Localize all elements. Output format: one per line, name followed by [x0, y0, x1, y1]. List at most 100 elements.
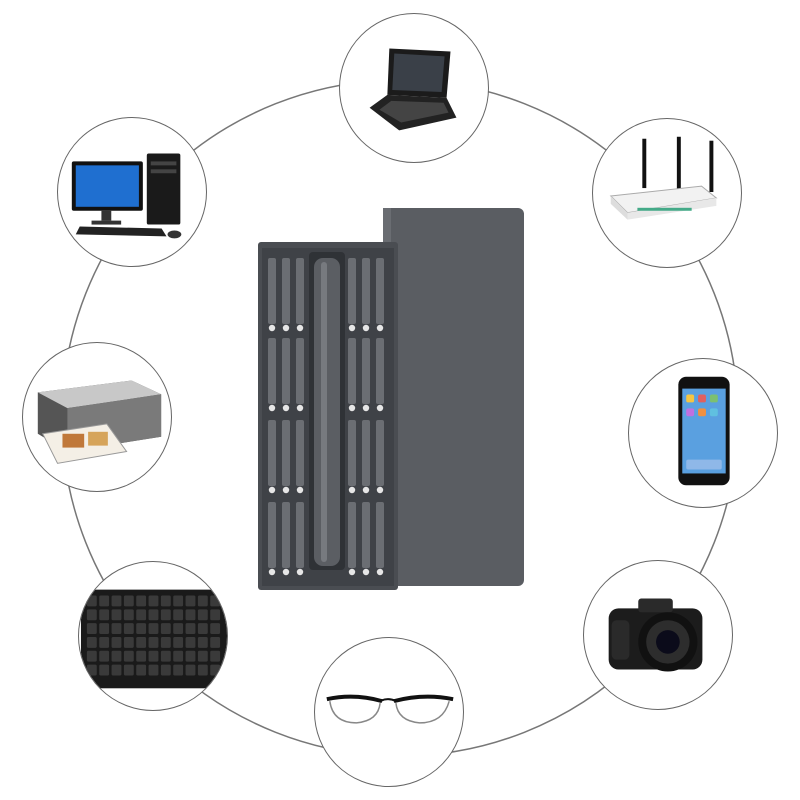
- screwdriver-bit: [282, 420, 290, 486]
- bit-slot-dot: [296, 486, 304, 494]
- screwdriver-bit: [362, 420, 370, 486]
- bit-slot-dot: [362, 404, 370, 412]
- printer-icon: [37, 380, 162, 464]
- printer-device: [22, 342, 172, 492]
- keyboard-key: [185, 623, 196, 635]
- bit-slot-dot: [348, 568, 356, 576]
- screwdriver-bit: [362, 502, 370, 568]
- keyboard-key: [111, 623, 122, 635]
- bit-slot-dot: [296, 404, 304, 412]
- keyboard-key: [99, 595, 110, 607]
- smartphone-icon: [678, 376, 730, 486]
- bit-slot-dot: [362, 324, 370, 332]
- keyboard-icon: [80, 589, 227, 689]
- eyeglasses-icon: [326, 694, 454, 724]
- bit-slot-dot: [296, 568, 304, 576]
- bit-slot-dot: [362, 486, 370, 494]
- keyboard-key: [173, 623, 184, 635]
- laptop-device: [339, 13, 489, 163]
- screwdriver-bit: [376, 338, 384, 404]
- bit-slot-dot: [282, 324, 290, 332]
- bit-slot-dot: [348, 404, 356, 412]
- keyboard-key: [160, 595, 171, 607]
- keyboard-key: [197, 650, 208, 662]
- camera-icon: [608, 598, 703, 672]
- keyboard-key: [185, 595, 196, 607]
- keyboard-key: [99, 609, 110, 621]
- bit-slot-dot: [376, 324, 384, 332]
- keyboard-key: [136, 664, 147, 676]
- screwdriver-bit: [296, 502, 304, 568]
- keyboard-key: [99, 623, 110, 635]
- screwdriver-bit: [296, 420, 304, 486]
- keyboard-key: [185, 664, 196, 676]
- keyboard-key: [99, 636, 110, 648]
- keyboard-key: [160, 636, 171, 648]
- keyboard-key: [160, 623, 171, 635]
- keyboard-key: [197, 623, 208, 635]
- screwdriver-bit: [268, 258, 276, 324]
- desktop-computer-device: [57, 117, 207, 267]
- screwdriver-bit: [268, 502, 276, 568]
- keyboard-key: [136, 609, 147, 621]
- bit-slot-dot: [282, 568, 290, 576]
- keyboard-key: [210, 650, 221, 662]
- keyboard-key: [123, 636, 134, 648]
- bit-slot-dot: [376, 486, 384, 494]
- screwdriver-bit: [376, 420, 384, 486]
- keyboard-key: [86, 650, 97, 662]
- keyboard-key: [197, 595, 208, 607]
- screwdriver-bit: [282, 258, 290, 324]
- keyboard-device: [78, 561, 228, 711]
- screwdriver-bit: [296, 338, 304, 404]
- bit-slot-dot: [282, 404, 290, 412]
- keyboard-key: [173, 595, 184, 607]
- laptop-icon: [369, 48, 457, 131]
- keyboard-key: [136, 595, 147, 607]
- keyboard-key: [86, 623, 97, 635]
- keyboard-key: [136, 650, 147, 662]
- router-icon: [609, 136, 718, 220]
- screwdriver-bit: [348, 420, 356, 486]
- screwdriver-bit: [376, 502, 384, 568]
- screwdriver-bit: [296, 258, 304, 324]
- screwdriver-bit: [268, 420, 276, 486]
- keyboard-key: [86, 609, 97, 621]
- bit-slot-dot: [376, 404, 384, 412]
- keyboard-key: [210, 609, 221, 621]
- bit-slot-dot: [362, 568, 370, 576]
- keyboard-key: [148, 595, 159, 607]
- keyboard-key: [148, 636, 159, 648]
- keyboard-key: [173, 609, 184, 621]
- keyboard-key: [99, 650, 110, 662]
- screwdriver-bit: [348, 338, 356, 404]
- screwdriver-bit: [268, 338, 276, 404]
- keyboard-key: [160, 650, 171, 662]
- keyboard-key: [111, 595, 122, 607]
- keyboard-key: [86, 636, 97, 648]
- keyboard-key: [123, 623, 134, 635]
- bit-slot-dot: [282, 486, 290, 494]
- keyboard-key: [111, 650, 122, 662]
- kit-case-lid: [383, 208, 524, 586]
- screwdriver-bit: [348, 502, 356, 568]
- router-device: [592, 118, 742, 268]
- screwdriver-bit: [282, 338, 290, 404]
- keyboard-key: [99, 664, 110, 676]
- bit-slot-dot: [296, 324, 304, 332]
- bit-slot-dot: [268, 404, 276, 412]
- keyboard-key: [123, 650, 134, 662]
- screwdriver-bit: [282, 502, 290, 568]
- bit-slot-dot: [348, 486, 356, 494]
- keyboard-key: [173, 664, 184, 676]
- keyboard-key: [185, 636, 196, 648]
- keyboard-key: [148, 664, 159, 676]
- keyboard-key: [111, 664, 122, 676]
- keyboard-key: [148, 650, 159, 662]
- screwdriver-bit: [362, 338, 370, 404]
- keyboard-key: [123, 595, 134, 607]
- screwdriver-bit: [362, 258, 370, 324]
- keyboard-key: [111, 636, 122, 648]
- keyboard-key: [111, 609, 122, 621]
